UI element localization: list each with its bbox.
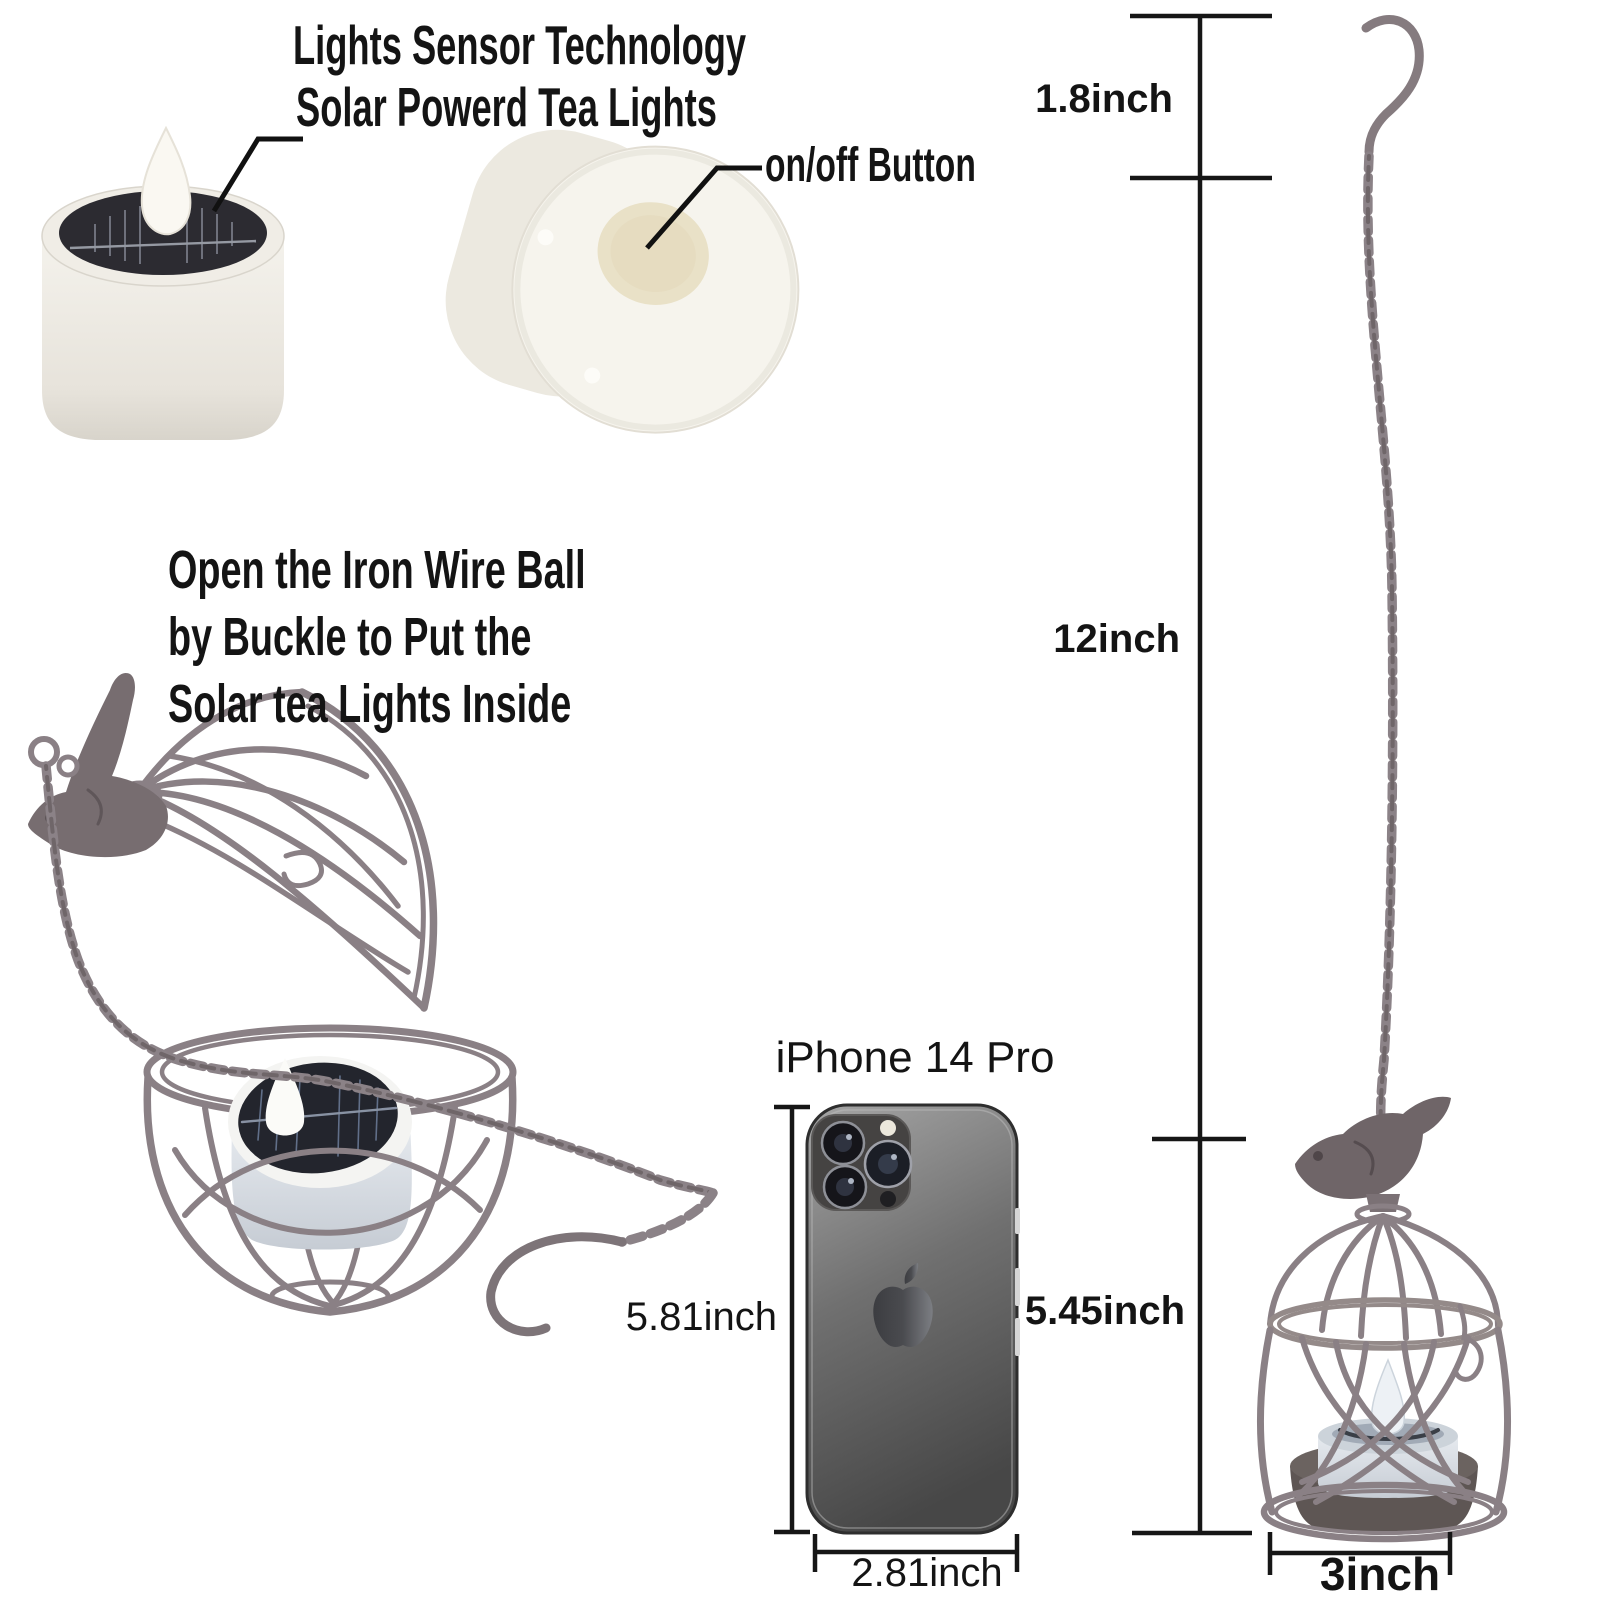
open-wire-ball-photo <box>28 672 517 1316</box>
dim-chain-length: 12inch <box>1053 617 1180 661</box>
instruction-line2: by Buckle to Put the <box>168 607 532 667</box>
cage-base-ring <box>1260 1481 1508 1543</box>
annotation-line-onoff <box>645 165 762 250</box>
cage-hook <box>1361 15 1424 157</box>
apple-logo <box>873 1263 933 1347</box>
iphone-camera-module <box>811 1114 913 1211</box>
dim-cage-height: 5.45inch <box>1024 1289 1185 1333</box>
dim-iphone-width: 2.81inch <box>851 1551 1003 1595</box>
iphone-lidar <box>880 1191 896 1207</box>
hanging-cage-photo <box>1257 15 1511 1543</box>
ball-lid-dome <box>117 688 438 1012</box>
solar-panel-grid <box>69 204 257 264</box>
cage-latch <box>1452 1303 1484 1382</box>
feature-title-line1: Lights Sensor Technology <box>293 14 747 76</box>
annotation-line-solar-panel <box>211 136 303 213</box>
iphone-flash <box>880 1120 896 1136</box>
iphone-title: iPhone 14 Pro <box>775 1033 1055 1082</box>
ruler-right <box>1130 13 1272 1536</box>
cage-mid-ring <box>1267 1297 1503 1351</box>
iphone-side-buttons <box>1015 1208 1020 1356</box>
iphone-photo <box>805 1103 1020 1535</box>
bird-figurine-right <box>1295 1096 1451 1199</box>
dim-hook-height: 1.8inch <box>1035 77 1173 121</box>
dimension-lines <box>774 13 1453 1575</box>
led-flame-ball <box>265 1058 305 1136</box>
tealight-bottom-photo <box>445 129 800 434</box>
instruction-line1: Open the Iron Wire Ball <box>168 540 586 600</box>
buckle-loop <box>281 849 324 889</box>
left-hook <box>486 1232 627 1337</box>
dim-iphone-height: 5.81inch <box>625 1295 777 1339</box>
dim-cage-width: 3inch <box>1319 1548 1441 1600</box>
onoff-button-label: on/off Button <box>765 139 976 192</box>
cage-chain <box>1363 151 1398 1143</box>
solar-tealight-photo <box>41 125 285 440</box>
dim-cage-width <box>1267 1532 1453 1575</box>
instruction-line3: Solar tea Lights Inside <box>168 674 572 734</box>
lid-eyelet <box>28 736 60 768</box>
cage-dome <box>1267 1213 1501 1341</box>
left-chain <box>41 761 718 1337</box>
dim-iphone-height <box>774 1104 810 1535</box>
led-flame <box>140 125 192 236</box>
feature-title-line2: Solar Powerd Tea Lights <box>296 76 717 138</box>
dim-iphone-width <box>812 1534 1020 1572</box>
ball-bottom-front <box>143 1074 517 1316</box>
cage-lattice <box>1257 1326 1511 1516</box>
